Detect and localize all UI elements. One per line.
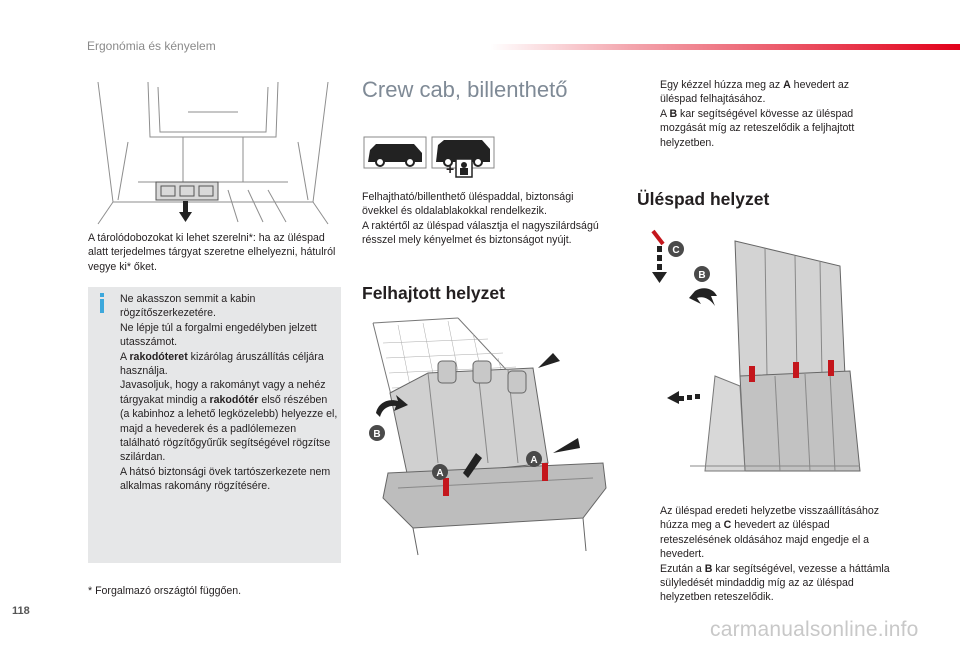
- van-icons: [363, 136, 495, 178]
- info-line-5: A hátsó biztonsági övek tartószerkezete …: [120, 465, 331, 493]
- section-title: Crew cab, billenthető: [362, 77, 568, 102]
- step-top-1: Egy kézzel húzza meg az A hevedert az ül…: [660, 79, 850, 106]
- info-box: [88, 287, 341, 563]
- watermark: carmanualsonline.info: [710, 618, 919, 641]
- steps-bottom-list: Az üléspad eredeti helyzetbe visszaállít…: [638, 504, 900, 605]
- info-line-3: A rakodóteret kizárólag áruszállítás cél…: [120, 350, 324, 378]
- info-box-text: Ne akasszon semmit a kabin rögzítőszerke…: [120, 292, 338, 494]
- seat-position-illustration: C B: [651, 229, 861, 472]
- storage-boxes-illustration: [97, 81, 329, 225]
- info-line-1: Ne akasszon semmit a kabin rögzítőszerke…: [120, 293, 256, 320]
- info-line-2: Ne lépje túl a forgalmi engedélyben jelz…: [120, 321, 317, 349]
- page-header-title: Ergonómia és kényelem: [87, 39, 216, 53]
- label-B-right: B: [698, 270, 705, 281]
- label-C: C: [672, 245, 679, 256]
- header-accent-bar: [490, 44, 960, 50]
- step-bottom-1: Az üléspad eredeti helyzetbe visszaállít…: [660, 505, 880, 561]
- folded-seat-illustration: A A B: [369, 317, 607, 556]
- info-line-4: Javasoljuk, hogy a rakományt vagy a nehé…: [120, 379, 338, 464]
- folded-position-heading: Felhajtott helyzet: [362, 283, 505, 303]
- steps-top-list: Egy kézzel húzza meg az A hevedert az ül…: [638, 78, 888, 150]
- seat-position-heading: Üléspad helyzet: [637, 189, 770, 209]
- label-A-left: A: [436, 468, 443, 479]
- page-number: 118: [12, 605, 30, 617]
- van-icon-plus: +: [446, 161, 455, 177]
- step-top-2: A B kar segítségével kövesse az üléspad …: [660, 107, 855, 149]
- label-A-right: A: [530, 455, 537, 466]
- crew-cab-description: Felhajtható/billenthető üléspaddal, bizt…: [362, 191, 599, 247]
- step-bottom-2: Ezután a B kar segítségével, vezesse a h…: [660, 562, 890, 604]
- intro-paragraph: A tárolódobozokat ki lehet szerelni*: ha…: [88, 232, 336, 273]
- label-B: B: [373, 429, 380, 440]
- footnote: * Forgalmazó országtól függően.: [88, 585, 242, 597]
- info-icon: [100, 293, 104, 313]
